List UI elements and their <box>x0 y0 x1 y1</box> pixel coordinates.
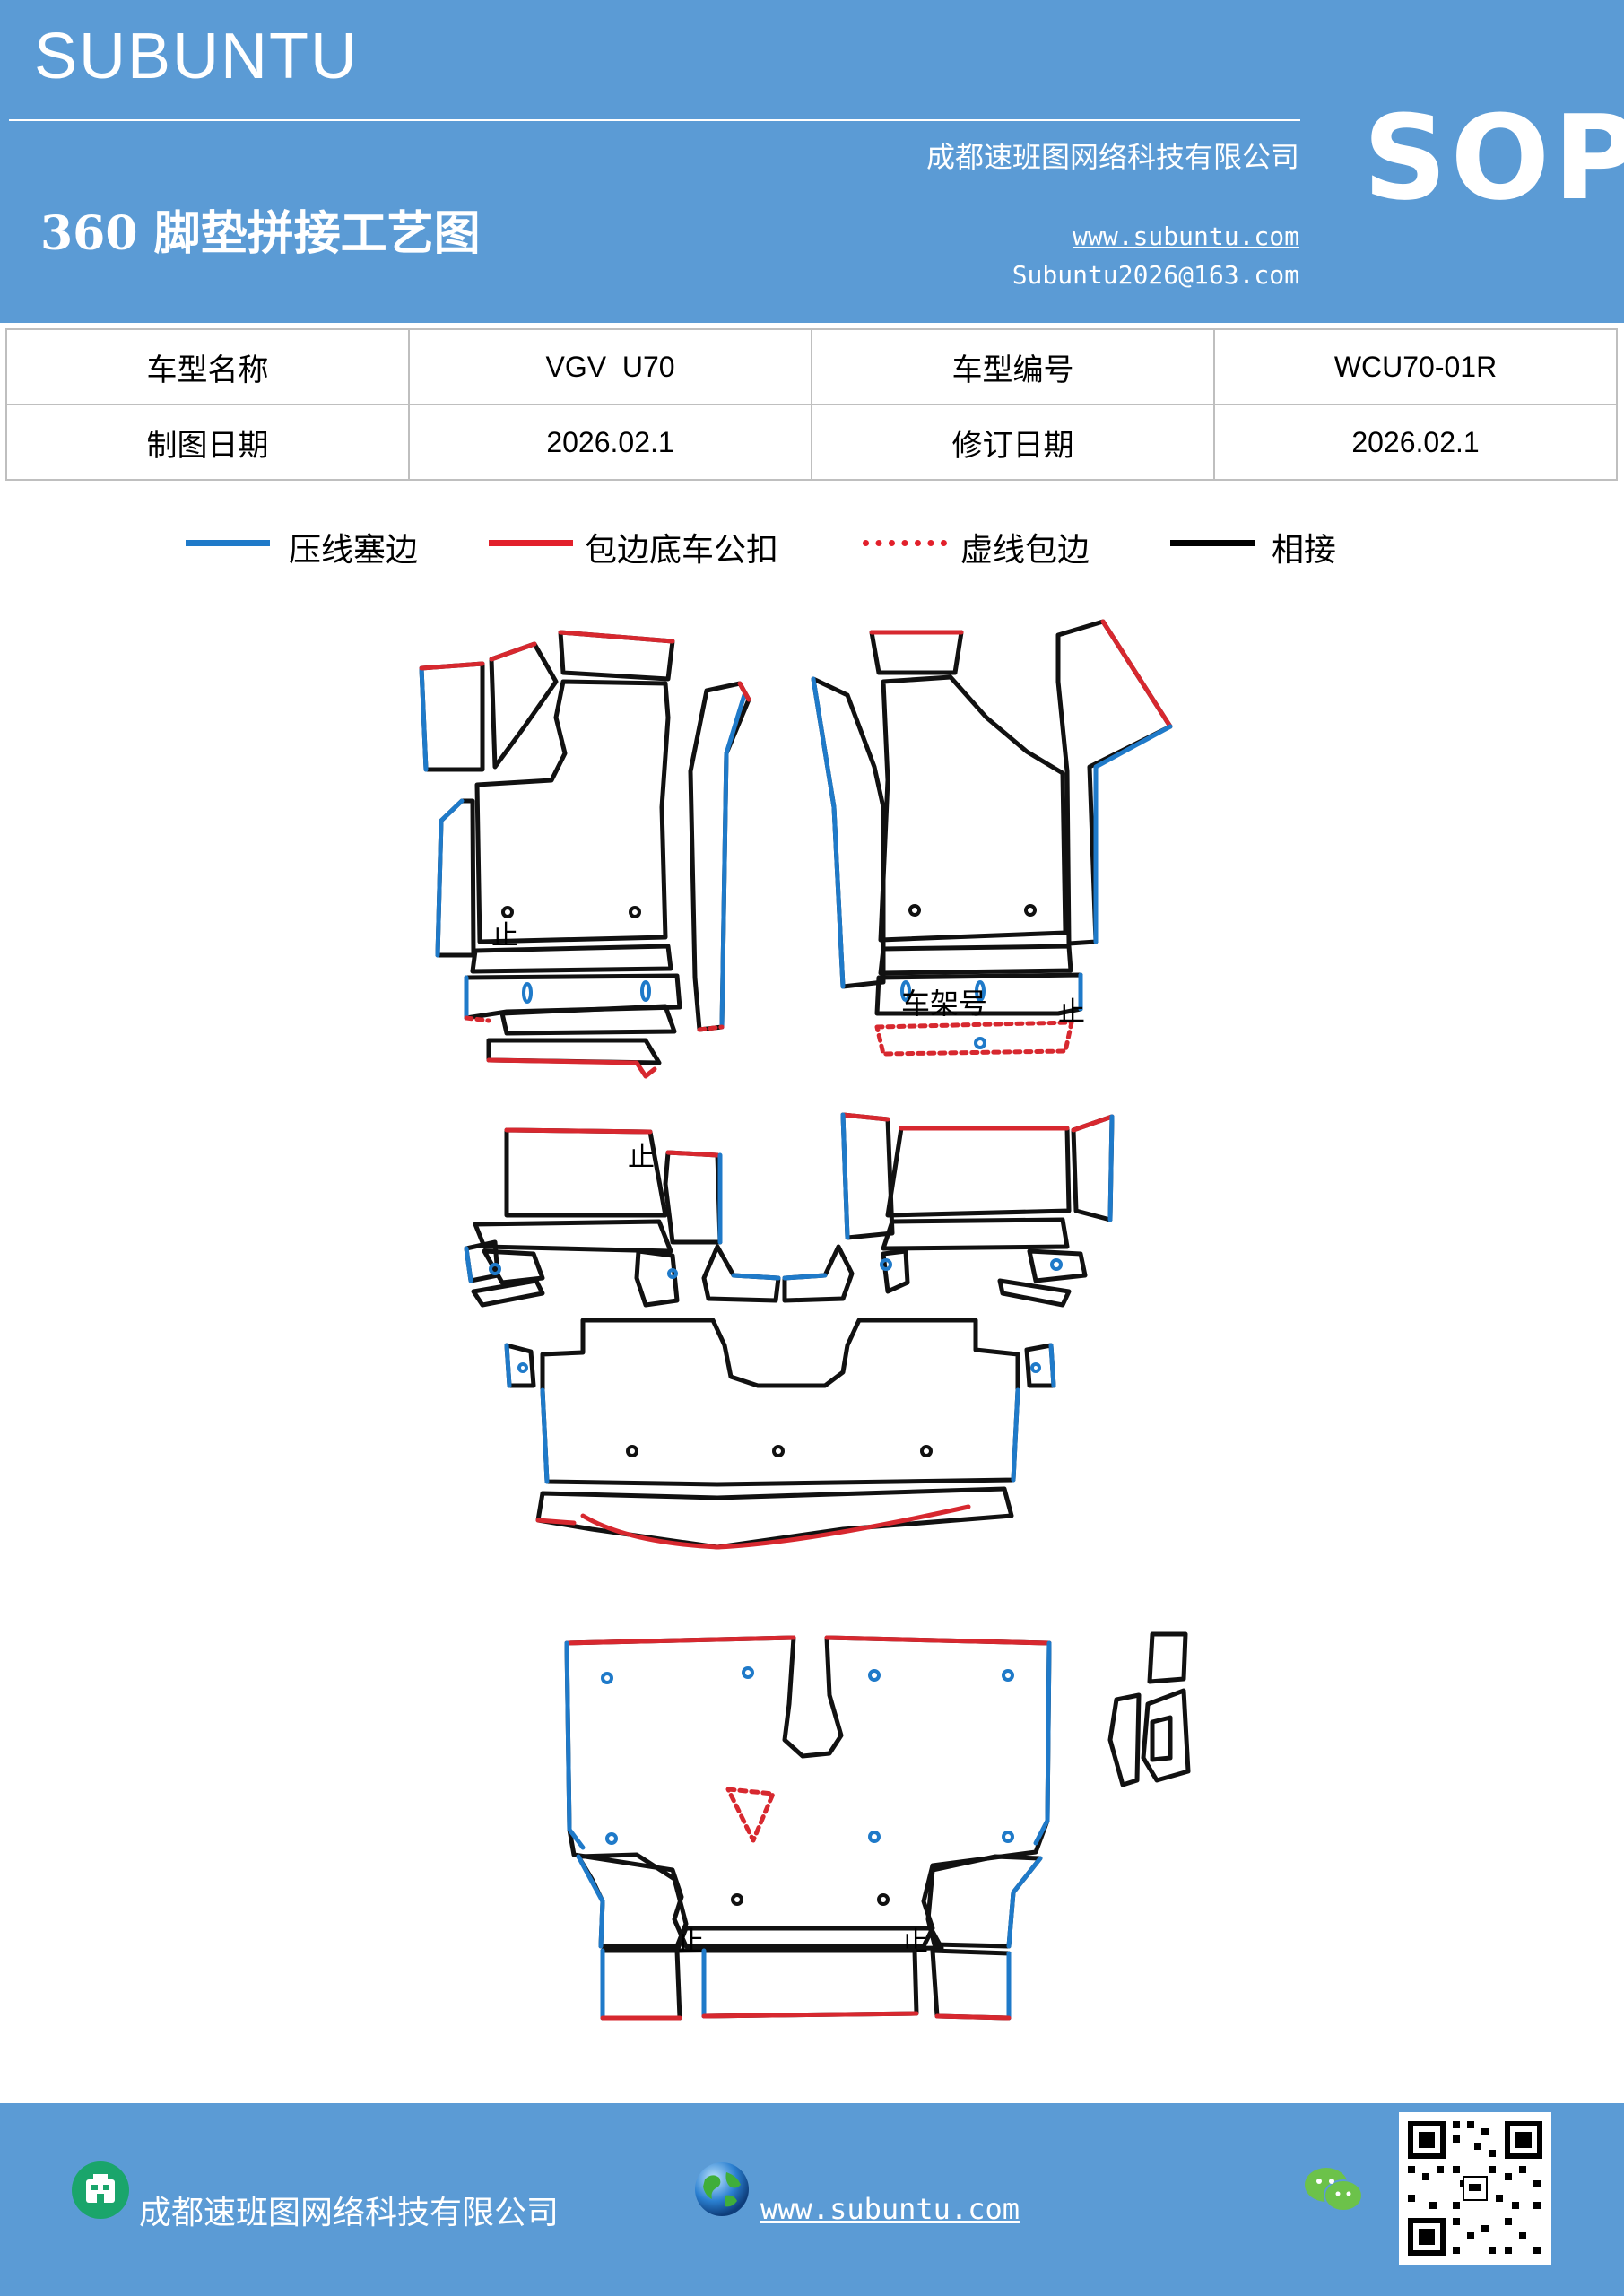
table-row: 车型名称 VGV U70 车型编号 WCU70-01R <box>5 328 1618 405</box>
header-email: Subuntu2026@163.com <box>1012 260 1299 290</box>
header-company: 成都速班图网络科技有限公司 <box>925 140 1299 174</box>
table-row: 制图日期 2026.02.1 修订日期 2026.02.1 <box>5 404 1618 481</box>
revise-date-value: 2026.02.1 <box>1213 404 1618 481</box>
legend-swatch <box>1170 540 1255 546</box>
model-code-value: WCU70-01R <box>1213 328 1618 405</box>
draw-date-label: 制图日期 <box>5 404 410 481</box>
brand-name: SUBUNTU <box>34 21 360 92</box>
legend-swatch <box>489 540 573 546</box>
stop-mark: 止 <box>1058 996 1085 1028</box>
document-title: 360 脚垫拼接工艺图 <box>40 206 481 261</box>
sop-badge: SOP <box>1363 90 1624 226</box>
header-banner: SUBUNTU 成都速班图网络科技有限公司 360 脚垫拼接工艺图 www.su… <box>0 0 1624 323</box>
model-code-label: 车型编号 <box>811 328 1215 405</box>
qr-code-icon <box>1399 2112 1551 2265</box>
vin-label: 车架号 <box>901 987 987 1021</box>
building-icon <box>72 2161 129 2219</box>
info-table: 车型名称 VGV U70 车型编号 WCU70-01R 制图日期 2026.02… <box>5 328 1618 481</box>
legend: 压线塞边 包边底车公扣 虚线包边 相接 <box>0 520 1624 574</box>
stop-mark: 止 <box>677 1926 704 1958</box>
floor-mat-diagram: 止 车架号 止 <box>419 619 1191 2021</box>
header-website-link[interactable]: www.subuntu.com <box>1073 222 1299 251</box>
legend-label: 相接 <box>1272 532 1337 569</box>
front-left-mat-group: 止 <box>419 630 751 1079</box>
legend-swatch <box>863 540 947 546</box>
header-divider <box>9 119 1300 121</box>
wechat-icon <box>1305 2168 1363 2212</box>
model-name-label: 车型名称 <box>5 328 410 405</box>
globe-icon <box>695 2162 749 2216</box>
draw-date-value: 2026.02.1 <box>408 404 812 481</box>
trunk-mat-group: 止 止 <box>564 1635 1052 2021</box>
stop-mark: 止 <box>491 920 518 952</box>
footer-company: 成都速班图网络科技有限公司 <box>139 2195 560 2231</box>
legend-swatch <box>186 540 270 546</box>
legend-label: 包边底车公扣 <box>585 532 779 569</box>
stop-mark: 止 <box>628 1142 655 1173</box>
legend-label: 压线塞边 <box>289 532 419 569</box>
second-row-mat-group: 止 <box>464 1112 1115 1550</box>
footer-website-link[interactable]: www.subuntu.com <box>760 2192 1020 2226</box>
model-name-value: VGV U70 <box>408 328 812 405</box>
revise-date-label: 修订日期 <box>811 404 1215 481</box>
front-right-mat-group: 车架号 止 <box>811 619 1173 1057</box>
legend-label: 虚线包边 <box>960 532 1090 569</box>
side-pieces-group <box>1107 1631 1191 1787</box>
